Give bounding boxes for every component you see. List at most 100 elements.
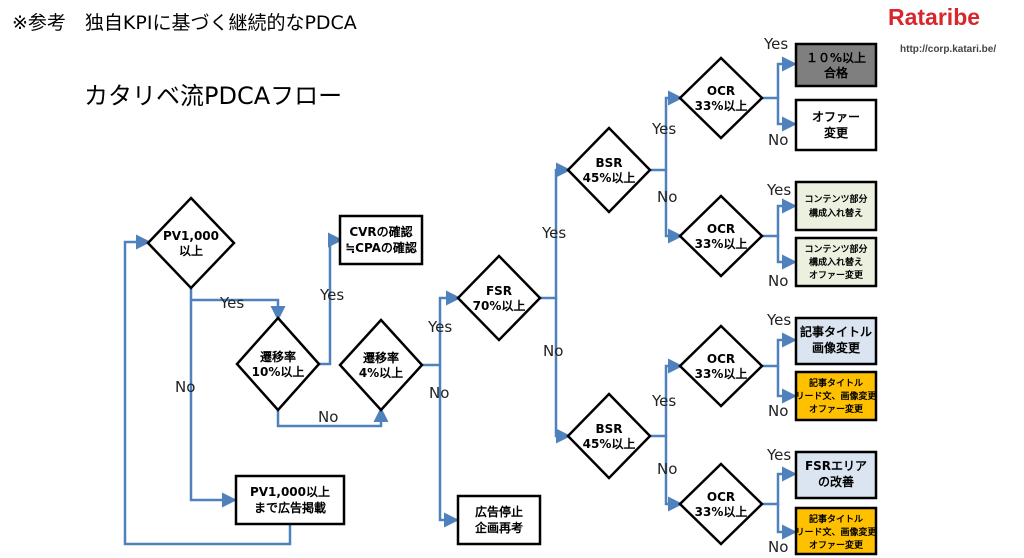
kataribe-logo: Rataribe (888, 4, 981, 30)
svg-text:企画再考: 企画再考 (474, 520, 523, 535)
label-no: No (657, 460, 677, 478)
svg-text:リード文、画像変更: リード文、画像変更 (795, 390, 877, 402)
action-fsr-area: FSRエリア の改善 (794, 450, 878, 500)
label-yes: Yes (763, 35, 788, 53)
label-yes: Yes (219, 294, 244, 312)
svg-text:遷移率: 遷移率 (260, 349, 296, 364)
connector-ocr2-yes (762, 198, 797, 238)
svg-text:33%以上: 33%以上 (695, 98, 748, 113)
label-yes: Yes (766, 181, 791, 199)
connector-ocr2-no (776, 236, 797, 270)
label-no: No (318, 408, 338, 426)
label-yes: Yes (766, 311, 791, 329)
svg-text:記事タイトル: 記事タイトル (800, 324, 872, 339)
svg-text:コンテンツ部分: コンテンツ部分 (804, 193, 867, 205)
connector-fsr-yes (540, 162, 571, 300)
svg-text:記事タイトル: 記事タイトル (809, 513, 863, 525)
connector-fsr-no (554, 298, 571, 444)
decision-ocr-2: OCR 33%以上 (678, 194, 764, 278)
logo-url: http://corp.katari.be/ (900, 44, 997, 55)
svg-text:OCR: OCR (707, 222, 735, 236)
connector-pv-no (189, 300, 237, 508)
connector-ocr4-yes (762, 466, 797, 506)
action-content-reorder: コンテンツ部分 構成入れ替え (794, 180, 878, 232)
svg-text:PV1,000以上: PV1,000以上 (250, 484, 330, 499)
connector-t4-yes (422, 290, 461, 367)
connector-t4-no (438, 365, 459, 528)
action-title-lead-image-offer-1: 記事タイトル リード文、画像変更 オファー変更 (794, 370, 877, 422)
svg-text:10%以上: 10%以上 (252, 364, 305, 379)
svg-text:広告停止: 広告停止 (475, 504, 523, 519)
label-no: No (175, 378, 195, 396)
svg-text:45%以上: 45%以上 (583, 436, 636, 451)
svg-text:オファー変更: オファー変更 (809, 403, 864, 415)
svg-text:オファー変更: オファー変更 (809, 539, 864, 551)
label-yes: Yes (766, 446, 791, 464)
label-no: No (429, 384, 449, 402)
label-no: No (768, 538, 788, 556)
connector-ocr1-no (776, 98, 797, 132)
svg-text:オファー: オファー (812, 110, 860, 124)
svg-text:FSR: FSR (486, 284, 512, 298)
connector-bsr2-no (664, 436, 683, 512)
svg-text:33%以上: 33%以上 (695, 236, 748, 251)
connector-ocr1-yes (762, 56, 797, 100)
svg-text:合格: 合格 (824, 65, 849, 80)
label-no: No (768, 402, 788, 420)
connector-t10-yes (319, 232, 343, 366)
svg-text:70%以上: 70%以上 (473, 298, 526, 313)
label-no: No (768, 272, 788, 290)
action-pass: １０%以上 合格 (794, 42, 878, 88)
label-no: No (768, 131, 788, 149)
svg-text:OCR: OCR (707, 84, 735, 98)
svg-text:の改善: の改善 (818, 474, 854, 489)
connector-bsr2-yes (650, 358, 683, 438)
svg-text:オファー変更: オファー変更 (809, 269, 864, 281)
action-ad-stop: 広告停止 企画再考 (456, 494, 542, 546)
decision-fsr: FSR 70%以上 (456, 254, 542, 342)
connectors (123, 56, 797, 546)
svg-text:画像変更: 画像変更 (812, 340, 861, 355)
action-title-lead-image-offer-2: 記事タイトル リード文、画像変更 オファー変更 (794, 506, 877, 556)
svg-text:構成入れ替え: 構成入れ替え (809, 256, 863, 268)
connector-ocr3-yes (762, 332, 797, 368)
svg-text:45%以上: 45%以上 (583, 170, 636, 185)
svg-text:まで広告掲載: まで広告掲載 (254, 500, 326, 515)
edge-labels: Yes No Yes No Yes No Yes No Yes No Yes N… (175, 35, 791, 556)
label-yes: Yes (651, 392, 676, 410)
action-cvr-check: CVRの確認 ≒CPAの確認 (338, 214, 424, 266)
decision-transition4: 遷移率 4%以上 (338, 318, 424, 412)
action-offer-change: オファー 変更 (794, 98, 878, 152)
flow-title: カタリベ流PDCAフロー (84, 82, 343, 110)
connector-pv-yes (189, 288, 286, 321)
page-title: ※参考 独自KPIに基づく継続的なPDCA (12, 12, 357, 34)
svg-text:FSRエリア: FSRエリア (805, 459, 867, 473)
label-yes: Yes (427, 318, 452, 336)
svg-text:PV1,000: PV1,000 (163, 229, 219, 243)
decision-pv: PV1,000 以上 (146, 196, 236, 290)
svg-text:CVRの確認: CVRの確認 (349, 224, 412, 239)
decision-bsr-top: BSR 45%以上 (566, 126, 652, 214)
connector-ocr3-no (776, 366, 797, 404)
decision-transition10: 遷移率 10%以上 (235, 316, 321, 412)
svg-text:BSR: BSR (595, 422, 622, 436)
label-yes: Yes (651, 120, 676, 138)
svg-text:記事タイトル: 記事タイトル (809, 377, 863, 389)
decision-bsr-bottom: BSR 45%以上 (566, 392, 652, 480)
connector-loop-back (123, 234, 292, 546)
label-no: No (543, 342, 563, 360)
svg-text:33%以上: 33%以上 (695, 366, 748, 381)
svg-text:4%以上: 4%以上 (359, 365, 403, 380)
connector-bsr1-no (664, 170, 683, 244)
svg-text:コンテンツ部分: コンテンツ部分 (804, 243, 867, 255)
decision-ocr-1: OCR 33%以上 (678, 56, 764, 140)
action-content-reorder-offer: コンテンツ部分 構成入れ替え オファー変更 (794, 236, 878, 288)
svg-text:１０%以上: １０%以上 (806, 50, 866, 65)
svg-text:OCR: OCR (707, 490, 735, 504)
action-title-image: 記事タイトル 画像変更 (794, 316, 878, 366)
connector-ocr4-no (776, 504, 797, 540)
connector-t10-no (276, 407, 389, 428)
connector-bsr1-yes (650, 90, 683, 172)
decision-ocr-4: OCR 33%以上 (678, 462, 764, 546)
